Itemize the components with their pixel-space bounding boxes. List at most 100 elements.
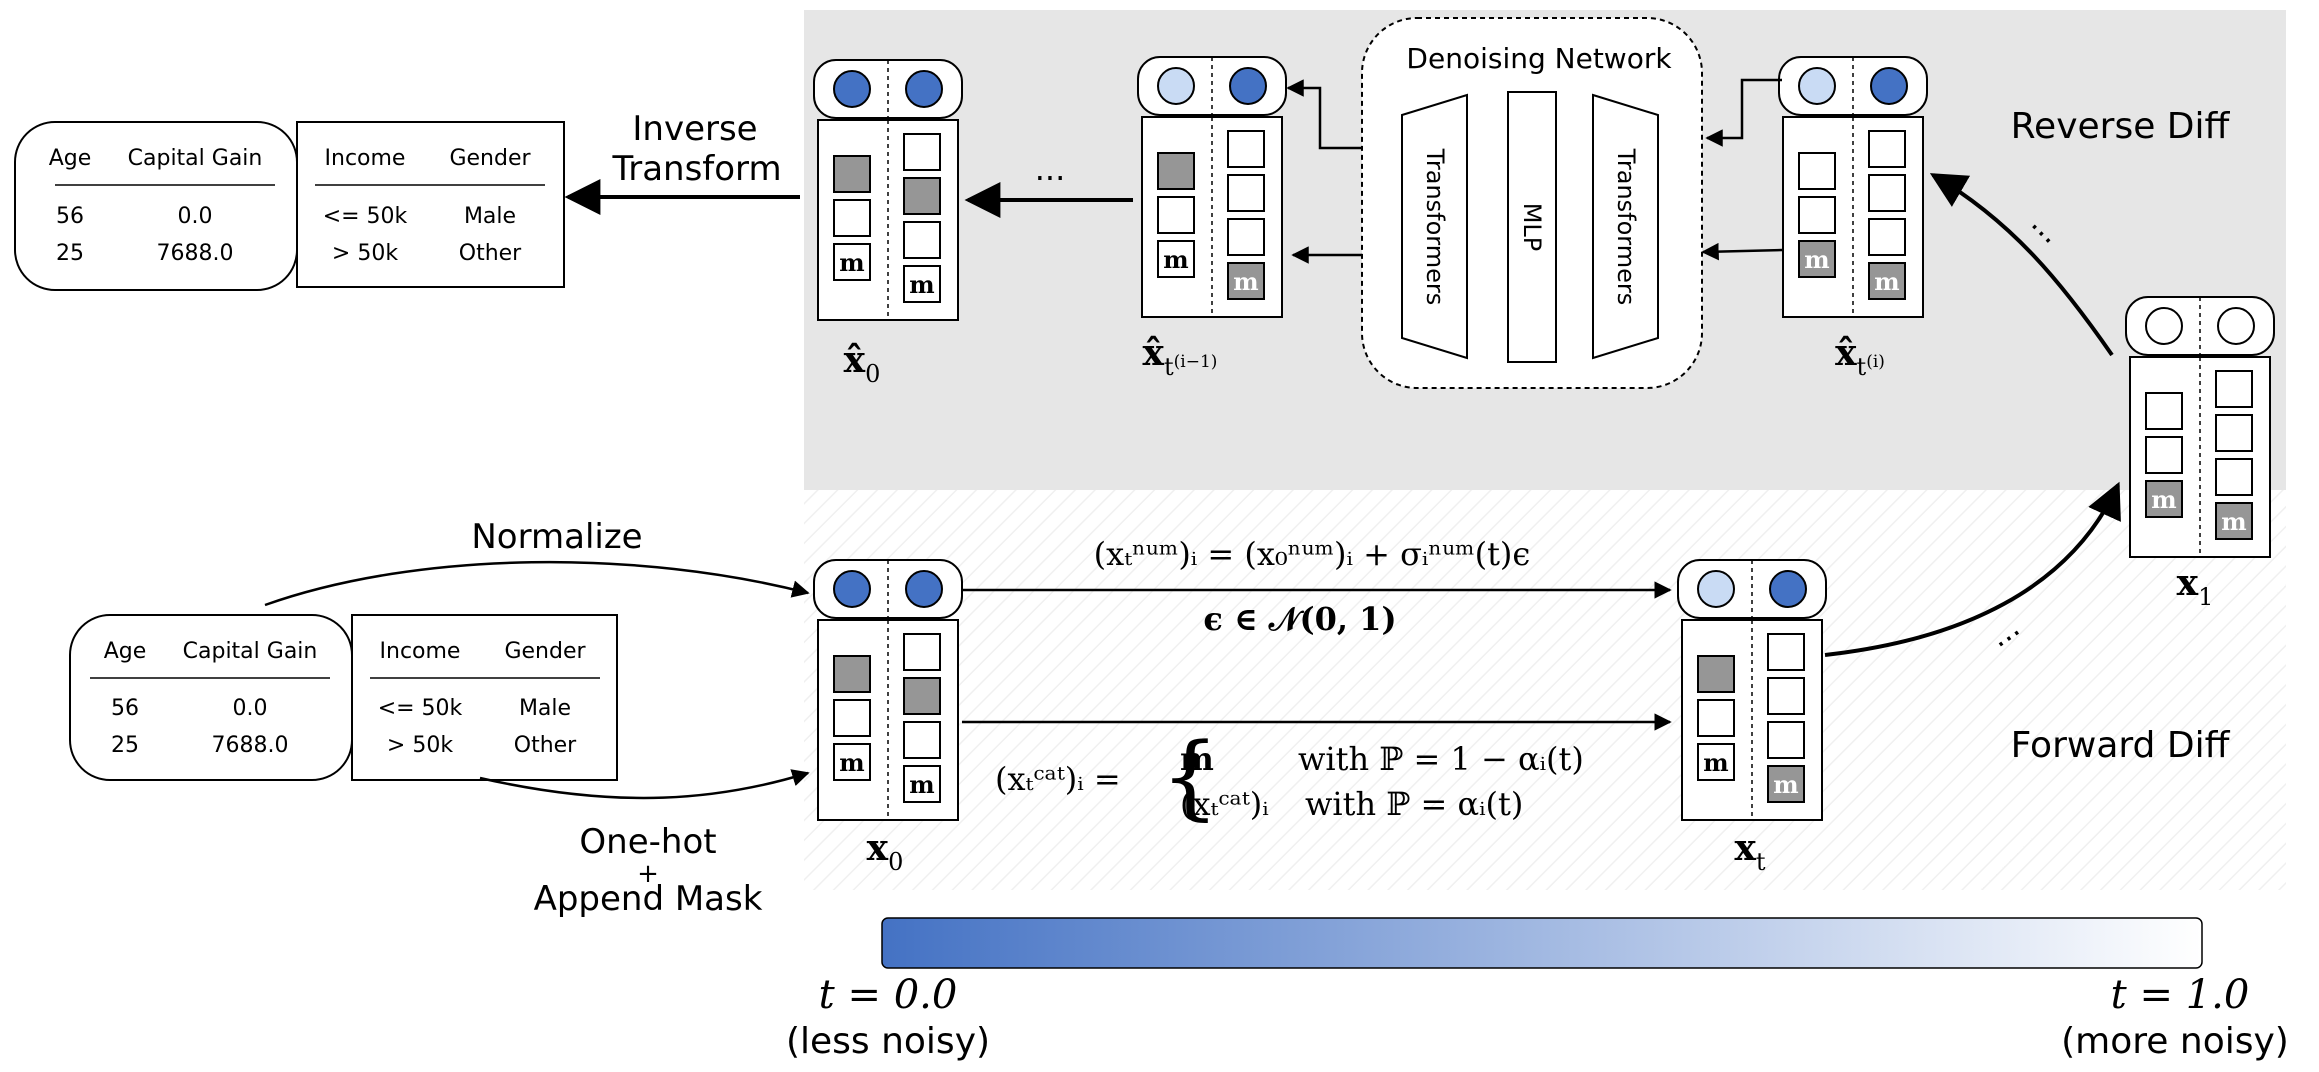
- mask-cell: [1798, 240, 1836, 278]
- transformers-right-label: Transformers: [1612, 148, 1640, 306]
- mask-token-label: m: [1703, 748, 1728, 777]
- numeric-token: [1798, 67, 1836, 105]
- table-cell: Other: [459, 241, 522, 266]
- label-x-hat-t-im1: x̂t(i−1): [1143, 332, 1218, 381]
- category-cell: [1868, 130, 1906, 168]
- numeric-token: [833, 70, 871, 108]
- stack-x-hat-t-i: mm: [1778, 56, 1928, 318]
- arrow-x-hat-circles-to-network: [1705, 78, 1782, 147]
- category-cell: [833, 655, 871, 693]
- arrow-xt-to-x1: [1824, 481, 2121, 657]
- category-cell: [903, 677, 941, 715]
- mask-cell: [833, 243, 871, 281]
- cat-case1-value: m: [1180, 740, 1214, 778]
- mask-token-label: m: [1233, 267, 1258, 296]
- numeric-token: [905, 570, 943, 608]
- arrow-network-to-x-hat-circles: [1286, 79, 1362, 150]
- table-header: Age: [104, 639, 147, 664]
- category-cell: [1157, 196, 1195, 234]
- table-header: Capital Gain: [183, 639, 318, 664]
- category-cell: [1868, 174, 1906, 212]
- numeric-token: [2217, 307, 2255, 345]
- numeric-token: [1769, 570, 1807, 608]
- denoising-network-title: Denoising Network: [1406, 42, 1672, 75]
- category-cell: [833, 199, 871, 237]
- mask-cell: [1697, 743, 1735, 781]
- label-x-hat-t-i: x̂t(i): [1835, 332, 1885, 381]
- stack-x-t: mm: [1677, 559, 1827, 821]
- table-header: Income: [325, 146, 406, 171]
- table-header: Gender: [449, 146, 531, 171]
- table-cell: <= 50k: [323, 204, 408, 229]
- denoising-network: Denoising Network Transformers MLP Trans…: [1361, 17, 1703, 389]
- table-header: Capital Gain: [128, 146, 263, 171]
- category-cell: [833, 699, 871, 737]
- transformer-block-right: [1592, 93, 1659, 360]
- mask-cell: [833, 743, 871, 781]
- category-cell: [2215, 370, 2253, 408]
- noise-bar-left-caption: (less noisy): [786, 1021, 990, 1062]
- table-header: Income: [380, 639, 461, 664]
- category-cell: [1697, 655, 1735, 693]
- mask-cell: [2145, 480, 2183, 518]
- table-cell: Male: [464, 204, 516, 229]
- numeric-token: [1229, 67, 1267, 105]
- inverse-transform-label: Inverse: [632, 109, 757, 149]
- table-cell: 25: [56, 241, 84, 266]
- table-cell: Other: [514, 733, 577, 758]
- table-cell: 56: [56, 204, 84, 229]
- cases-brace: {: [1161, 723, 1220, 830]
- noise-bar-right-caption: (more noisy): [2061, 1021, 2289, 1062]
- mask-token-label: m: [839, 248, 864, 277]
- stack-x-hat-t-im1: mm: [1137, 56, 1287, 318]
- cat-case2-condition: with ℙ = αᵢ(t): [1305, 785, 1523, 823]
- numeric-forward-equation: (xₜⁿᵘᵐ)ᵢ = (x₀ⁿᵘᵐ)ᵢ + σᵢⁿᵘᵐ(t)ϵ: [1094, 535, 1531, 573]
- output-table-numeric: Age Capital Gain 56 0.0 25 7688.0: [14, 121, 298, 291]
- mask-token-label: m: [909, 270, 934, 299]
- category-cell: [903, 133, 941, 171]
- category-cell: [1767, 633, 1805, 671]
- mask-cell: [1227, 262, 1265, 300]
- transformers-left-label: Transformers: [1421, 148, 1449, 306]
- normalize-label: Normalize: [471, 517, 642, 557]
- label-x-t: xt: [1734, 827, 1765, 876]
- table-cell: <= 50k: [378, 696, 463, 721]
- category-cell: [1798, 196, 1836, 234]
- numeric-token: [833, 570, 871, 608]
- category-cell: [1697, 699, 1735, 737]
- mask-token-label: m: [2151, 485, 2176, 514]
- label-x-hat-0: x̂0: [844, 339, 881, 388]
- category-cell: [1798, 152, 1836, 190]
- table-cell: 0.0: [178, 204, 213, 229]
- mask-token-label: m: [1874, 267, 1899, 296]
- category-cell: [2145, 392, 2183, 430]
- stack-x-0: mm: [813, 559, 963, 821]
- table-cell: > 50k: [332, 241, 398, 266]
- category-cell: [1157, 152, 1195, 190]
- category-cell: [833, 155, 871, 193]
- arrow-x1-to-reverse: [1929, 173, 2114, 357]
- arrow-x-hat-to-network: [1701, 242, 1783, 261]
- mask-token-label: m: [1773, 770, 1798, 799]
- normalize-arrow: [264, 560, 810, 607]
- one-hot-arrow: [479, 769, 810, 800]
- category-cell: [1767, 721, 1805, 759]
- one-hot-label: One-hot: [579, 822, 716, 862]
- mask-token-label: m: [909, 770, 934, 799]
- table-cell: 56: [111, 696, 139, 721]
- forward-diff-region: [804, 490, 2286, 890]
- mask-cell: [1767, 765, 1805, 803]
- transformer-block-left: [1401, 93, 1468, 360]
- numeric-token: [1697, 570, 1735, 608]
- table-cell: 7688.0: [157, 241, 234, 266]
- table-cell: 7688.0: [212, 733, 289, 758]
- mask-token-label: m: [2221, 507, 2246, 536]
- noise-distribution: ϵ ∈ 𝒩(0, 1): [1203, 600, 1396, 638]
- category-cell: [2145, 436, 2183, 474]
- numeric-token: [2145, 307, 2183, 345]
- mask-token-label: m: [1163, 245, 1188, 274]
- mlp-block: [1507, 91, 1557, 363]
- categorical-equation-lhs: (xₜᶜᵃᵗ)ᵢ =: [995, 760, 1121, 798]
- table-cell: > 50k: [387, 733, 453, 758]
